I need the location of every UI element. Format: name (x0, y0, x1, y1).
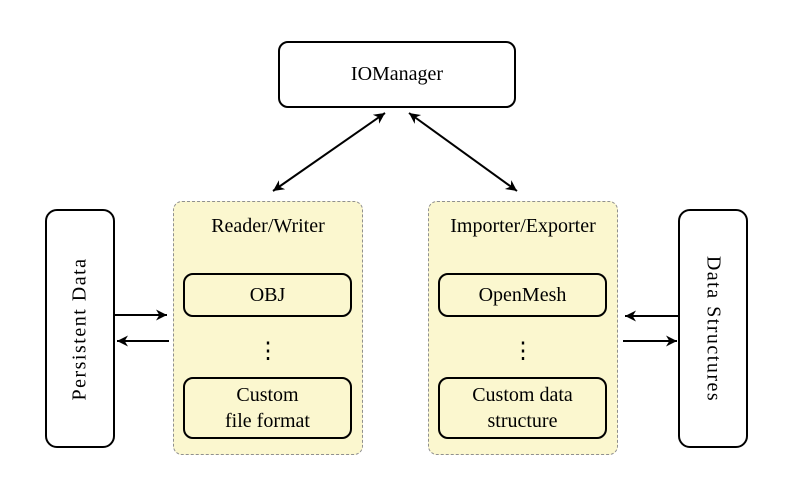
ellipsis-importer-exporter: ⋮ (511, 338, 535, 363)
obj-node: OBJ (183, 273, 352, 317)
arrow-iomanager-readerwriter (272, 112, 386, 192)
openmesh-node: OpenMesh (438, 273, 607, 317)
custom-file-format-line2: file format (225, 410, 310, 432)
iomanager-node: IOManager (278, 41, 516, 108)
reader-writer-container: Reader/Writer OBJ ⋮ Custom file format (173, 201, 363, 455)
custom-data-structure-line1: Custom data (472, 384, 573, 406)
custom-file-format-node: Custom file format (183, 377, 352, 439)
importer-exporter-container: Importer/Exporter OpenMesh ⋮ Custom data… (428, 201, 618, 455)
importer-exporter-title: Importer/Exporter (450, 215, 596, 237)
openmesh-label: OpenMesh (478, 284, 567, 306)
persistent-data-node: Persistent Data (45, 209, 115, 448)
custom-data-structure-node: Custom data structure (438, 377, 607, 439)
persistent-data-label: Persistent Data (68, 256, 91, 401)
reader-writer-title: Reader/Writer (211, 215, 325, 237)
ellipsis-reader-writer: ⋮ (256, 338, 280, 363)
custom-file-format-line1: Custom (236, 384, 299, 406)
obj-label: OBJ (249, 284, 286, 306)
arrow-iomanager-importerexporter (408, 112, 518, 192)
data-structures-label: Data Structures (702, 255, 725, 402)
iomanager-label: IOManager (350, 63, 444, 85)
custom-data-structure-line2: structure (487, 410, 558, 432)
data-structures-node: Data Structures (678, 209, 748, 448)
